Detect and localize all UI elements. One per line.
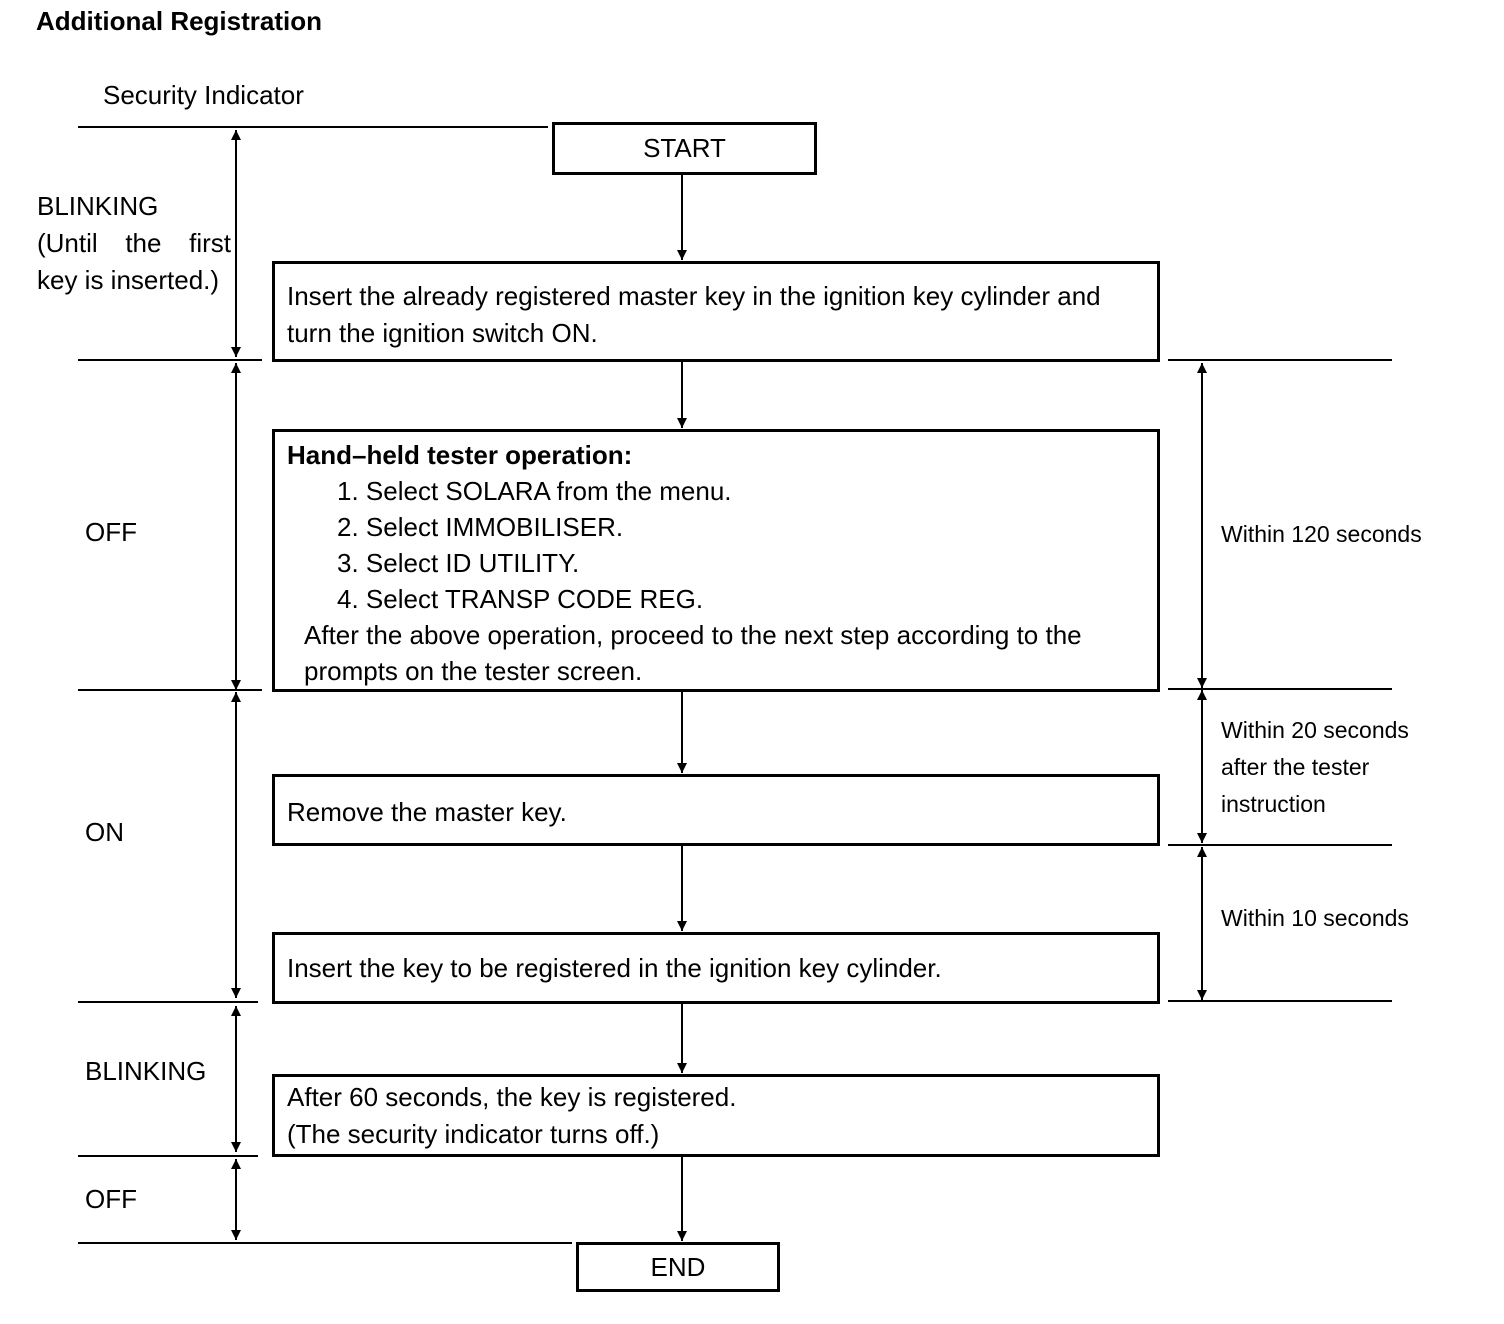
step-5-line-1: After 60 seconds, the key is registered. (287, 1082, 737, 1112)
end-label: END (650, 1251, 706, 1282)
state-blinking-first-label: BLINKING (37, 191, 159, 221)
step-2-note-line-1: After the above operation, proceed to th… (304, 620, 1082, 650)
timing-label-20s-line-3: instruction (1221, 791, 1326, 817)
step-2-item-3: 3. Select ID UTILITY. (337, 548, 580, 578)
end-box: END (576, 1242, 780, 1292)
step-1-box: Insert the already registered master key… (272, 261, 1160, 362)
step-5-box: After 60 seconds, the key is registered.… (272, 1074, 1160, 1157)
step-2-item-4: 4. Select TRANSP CODE REG. (337, 584, 704, 614)
state-off-first: OFF (85, 517, 137, 547)
timing-label-20s-line-1: Within 20 seconds (1221, 717, 1409, 743)
state-off-second: OFF (85, 1184, 137, 1214)
step-3-text: Remove the master key. (287, 797, 567, 827)
step-2-item-2: 2. Select IMMOBILISER. (337, 512, 624, 542)
step-5-line-2: (The security indicator turns off.) (287, 1119, 660, 1149)
page-title: Additional Registration (36, 6, 322, 36)
timing-label-20s: Within 20 seconds after the tester instr… (1221, 712, 1409, 823)
step-2-note-line-2: prompts on the tester screen. (304, 656, 643, 686)
step-2-item-1: 1. Select SOLARA from the menu. (337, 476, 732, 506)
security-indicator-label: Security Indicator (103, 80, 304, 110)
state-blinking-first: BLINKING (Until the first key is inserte… (37, 188, 231, 299)
timing-label-120s: Within 120 seconds (1221, 521, 1422, 547)
timing-label-20s-line-2: after the tester (1221, 754, 1370, 780)
start-box: START (552, 122, 817, 175)
step-2-heading: Hand–held tester operation: (287, 440, 633, 470)
timing-label-10s: Within 10 seconds (1221, 905, 1409, 931)
step-3-box: Remove the master key. (272, 774, 1160, 846)
state-on: ON (85, 817, 124, 847)
state-blinking-first-line-1: (Until the first (37, 228, 231, 258)
step-4-box: Insert the key to be registered in the i… (272, 932, 1160, 1004)
state-blinking-second: BLINKING (85, 1056, 207, 1086)
step-1-line-2: turn the ignition switch ON. (287, 318, 598, 348)
step-2-box: Hand–held tester operation: 1. Select SO… (272, 429, 1160, 692)
state-blinking-first-line-2: key is inserted.) (37, 265, 220, 295)
start-label: START (643, 133, 726, 163)
step-1-line-1: Insert the already registered master key… (287, 281, 1101, 311)
step-4-text: Insert the key to be registered in the i… (287, 953, 942, 983)
